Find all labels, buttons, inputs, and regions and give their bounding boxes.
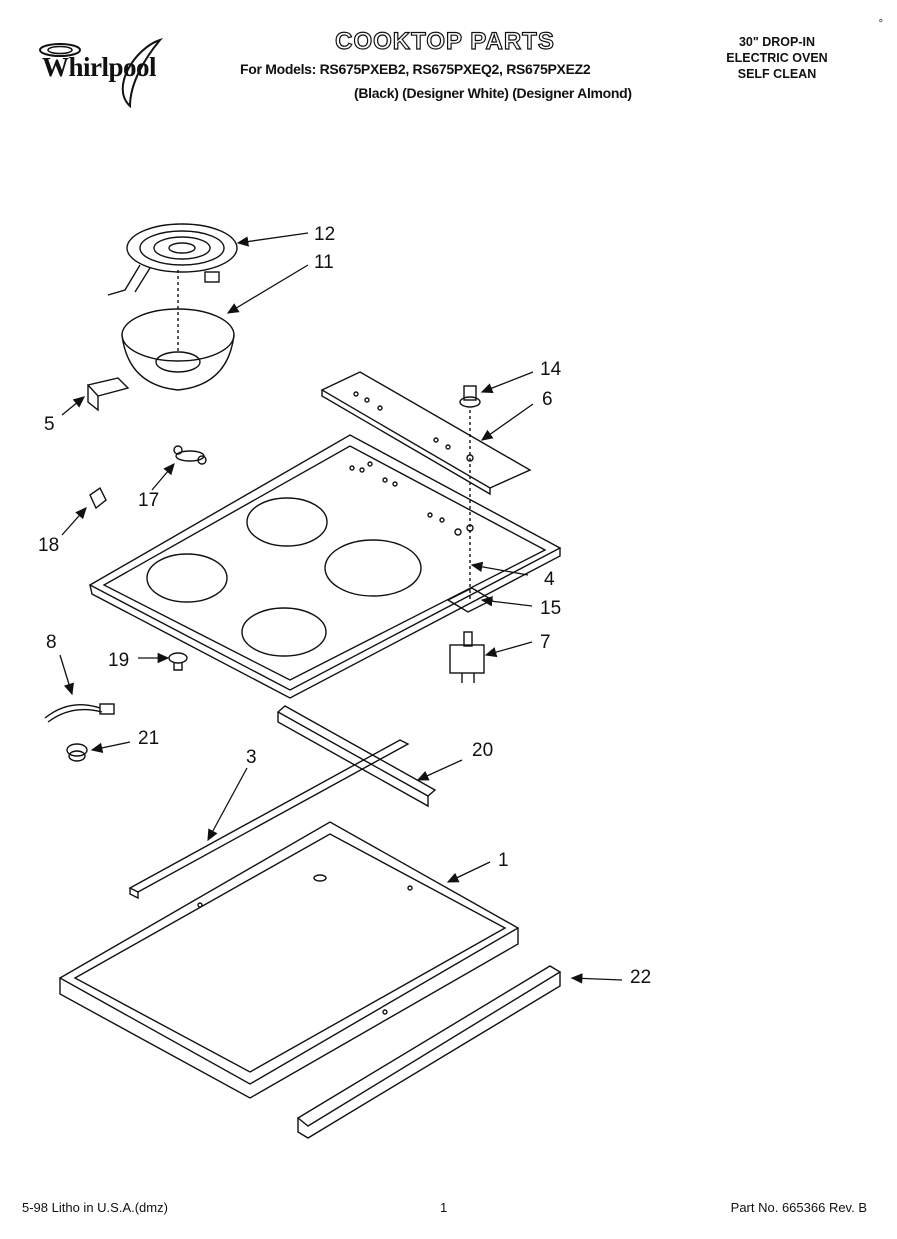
- grommet: [66, 743, 88, 762]
- infinite-switch: [449, 631, 485, 683]
- trim-strip: [296, 965, 562, 1139]
- brand-name: Whirlpool: [42, 52, 157, 82]
- whirlpool-swirl-icon: [39, 37, 163, 109]
- bumper: [168, 652, 188, 671]
- callout-8: 8: [46, 632, 57, 653]
- part-number: Part No. 665366 Rev. B: [730, 1200, 867, 1215]
- callout-18: 18: [38, 535, 59, 556]
- colors-line: (Black) (Designer White) (Designer Almon…: [354, 85, 632, 101]
- callout-12: 12: [314, 224, 335, 245]
- corner-mark: °: [878, 18, 883, 30]
- spec-line-2: ELECTRIC OVEN: [726, 51, 828, 65]
- clip: [89, 486, 107, 510]
- callout-1: 1: [498, 850, 509, 871]
- spec-block: 30" DROP-IN ELECTRIC OVEN SELF CLEAN: [687, 34, 867, 82]
- callout-5: 5: [44, 414, 55, 435]
- models-line: For Models: RS675PXEB2, RS675PXEQ2, RS67…: [240, 61, 591, 77]
- callout-7: 7: [540, 632, 551, 653]
- whirlpool-logo: [30, 37, 180, 113]
- callout-6: 6: [542, 389, 553, 410]
- surface-element: [107, 223, 238, 296]
- litho-note: 5-98 Litho in U.S.A.(dmz): [22, 1200, 168, 1215]
- callout-20: 20: [472, 740, 493, 761]
- drip-bowl: [121, 270, 235, 391]
- spec-line-3: SELF CLEAN: [737, 67, 817, 81]
- support-bracket: [276, 705, 437, 808]
- callout-17: 17: [138, 490, 159, 511]
- callout-4: 4: [544, 569, 555, 590]
- callout-19: 19: [108, 650, 129, 671]
- terminal-block: [173, 445, 207, 465]
- page-title: COOKTOP PARTS: [335, 27, 555, 55]
- burner-box: [58, 821, 520, 1099]
- control-knob: [459, 385, 481, 408]
- callout-14: 14: [540, 359, 562, 380]
- spec-line-1: 30" DROP-IN: [738, 35, 816, 49]
- cooktop-panel: [88, 434, 562, 699]
- callout-22: 22: [630, 967, 651, 988]
- callout-11: 11: [314, 252, 334, 273]
- channel-rail: [128, 739, 410, 900]
- callout-21: 21: [138, 728, 159, 749]
- page-number: 1: [440, 1200, 448, 1215]
- receptacle: [86, 377, 130, 412]
- callout-3: 3: [246, 747, 257, 768]
- callout-15: 15: [540, 598, 561, 619]
- wire-harness: [44, 703, 115, 723]
